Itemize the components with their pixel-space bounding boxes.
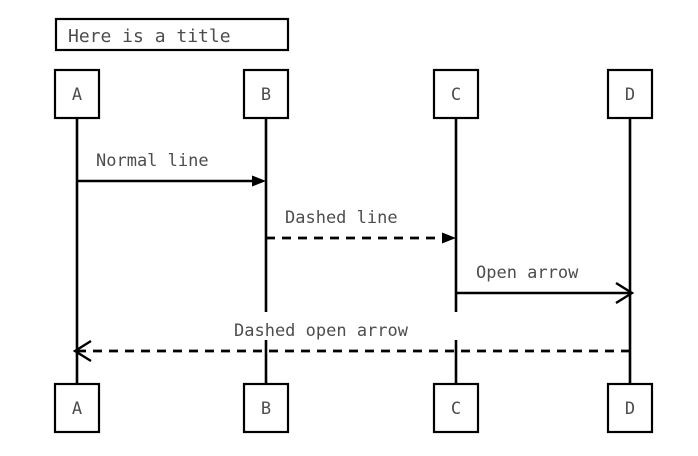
participant-label-B-bottom: B: [261, 399, 271, 419]
participant-label-C-top: C: [451, 85, 461, 105]
participant-box-B-bottom[interactable]: [242, 382, 290, 434]
participant-bottom-D[interactable]: D: [606, 382, 654, 434]
message-label-dashed-line: Dashed line: [285, 208, 398, 228]
participant-top-D[interactable]: D: [606, 68, 654, 120]
participant-top-B[interactable]: B: [242, 68, 290, 120]
participant-label-D-top: D: [625, 85, 635, 105]
arrowhead-open-open-arrow: [615, 281, 635, 305]
participant-label-A-top: A: [72, 85, 82, 105]
title-box: [54, 17, 290, 52]
participant-box-C-bottom[interactable]: [432, 382, 480, 434]
arrowhead-open-dashed-open-arrow: [72, 339, 92, 363]
message-dashed-open-arrow[interactable]: Dashed open arrow: [72, 321, 630, 363]
diagram-title: Here is a title: [54, 17, 290, 52]
participant-top-C[interactable]: C: [432, 68, 480, 120]
participant-bottom-C[interactable]: C: [432, 382, 480, 434]
participant-label-B-top: B: [261, 85, 271, 105]
message-label-normal-line: Normal line: [96, 151, 209, 171]
participant-bottom-A[interactable]: A: [53, 382, 101, 434]
participant-label-C-bottom: C: [451, 399, 461, 419]
participant-box-A-top[interactable]: [53, 68, 101, 120]
participant-bottom-B[interactable]: B: [242, 382, 290, 434]
participant-label-D-bottom: D: [625, 399, 635, 419]
message-label-open-arrow: Open arrow: [476, 263, 579, 283]
participant-label-A-bottom: A: [72, 399, 82, 419]
participant-box-C-top[interactable]: [432, 68, 480, 120]
arrowhead-filled-normal-line: [252, 175, 266, 187]
message-normal-line[interactable]: Normal line: [77, 151, 266, 187]
participant-box-A-bottom[interactable]: [53, 382, 101, 434]
message-label-dashed-open-arrow: Dashed open arrow: [234, 321, 409, 341]
participant-box-B-top[interactable]: [242, 68, 290, 120]
title-text: Here is a title: [68, 26, 231, 47]
participant-box-D-top[interactable]: [606, 68, 654, 120]
participant-box-D-bottom[interactable]: [606, 382, 654, 434]
arrowhead-filled-dashed-line: [442, 232, 456, 244]
message-dashed-line[interactable]: Dashed line: [266, 208, 456, 244]
participant-top-A[interactable]: A: [53, 68, 101, 120]
message-open-arrow[interactable]: Open arrow: [456, 263, 635, 305]
